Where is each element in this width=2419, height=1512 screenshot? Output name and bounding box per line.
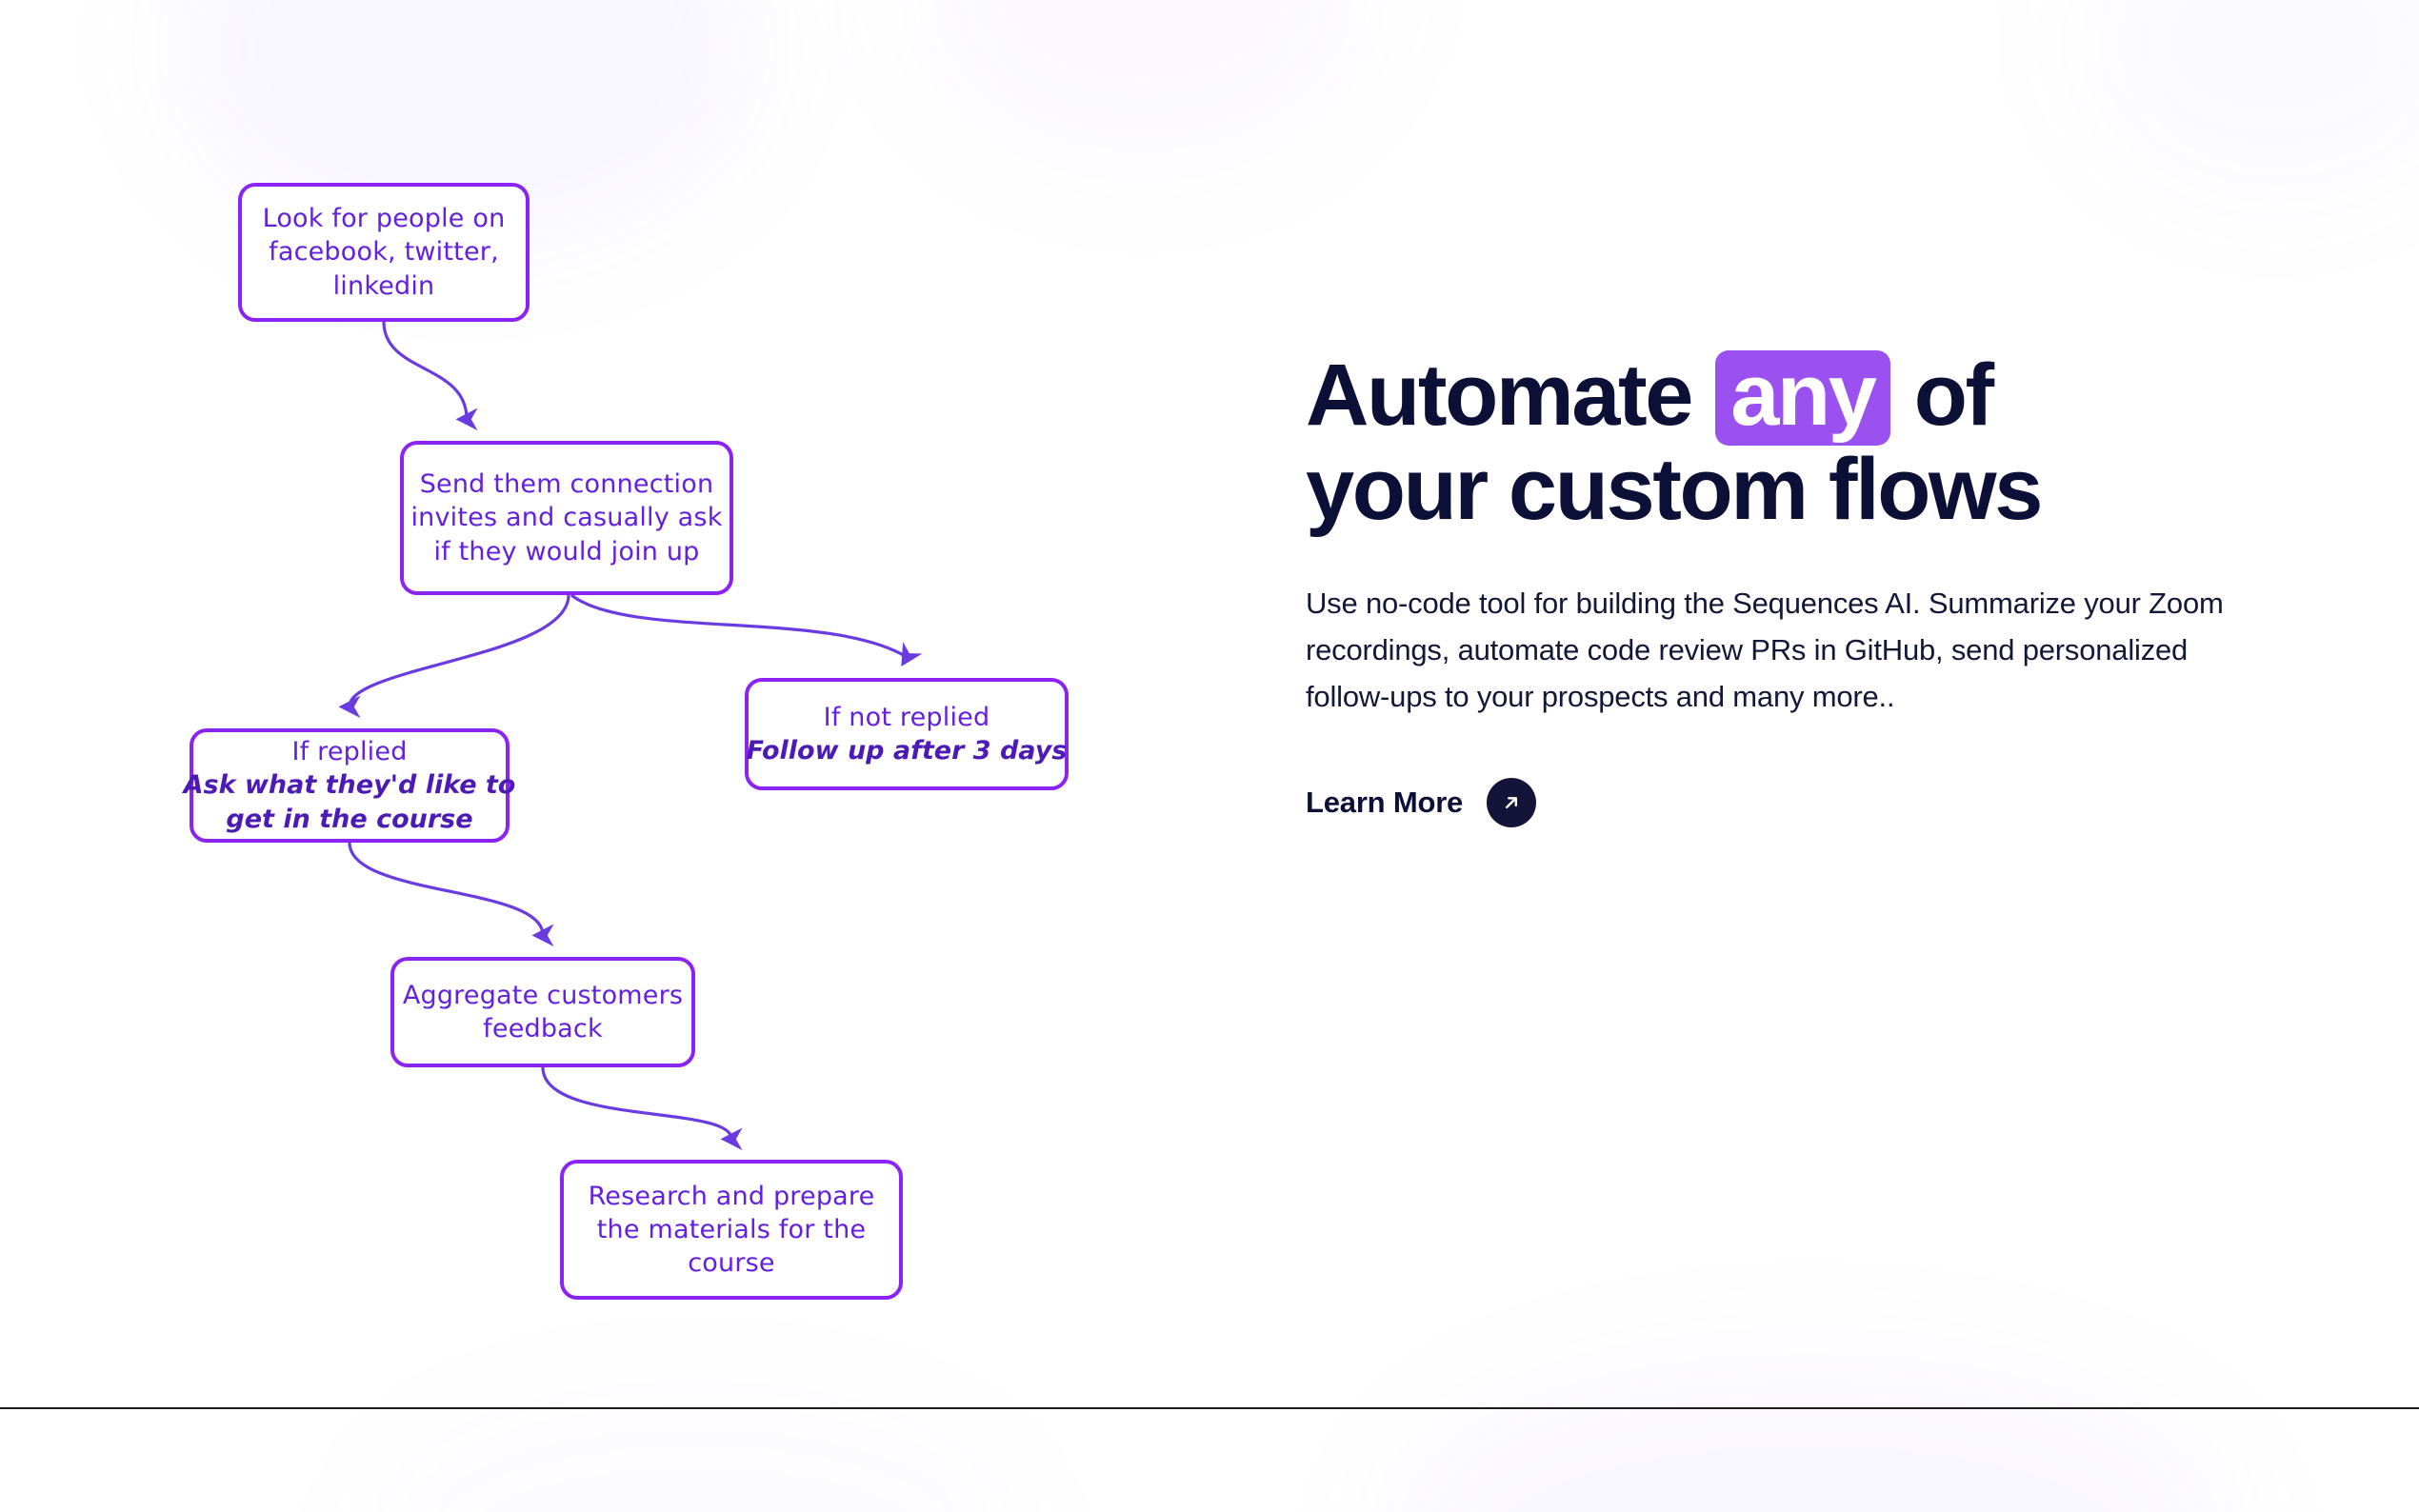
flow-node-line: linkedin — [332, 270, 435, 301]
headline-line-2: your custom flows — [1306, 441, 2043, 539]
flow-node-line: Aggregate customers — [402, 980, 684, 1010]
flow-node-line: facebook, twitter, — [269, 237, 499, 268]
flow-node-line: the materials for the — [596, 1214, 867, 1244]
edge-look-to-send — [382, 321, 478, 431]
flow-node-line: Follow up after 3 days — [746, 736, 1068, 766]
flow-node-line: course — [688, 1248, 775, 1279]
learn-more-link[interactable]: Learn More — [1306, 777, 1537, 827]
flow-node-line: If not replied — [823, 702, 990, 732]
edge-send-to-not-replied — [570, 593, 923, 667]
flow-node-line: If replied — [291, 737, 408, 767]
flow-node-line: Research and prepare — [588, 1181, 875, 1211]
arrow-up-right-icon[interactable] — [1487, 777, 1537, 827]
flow-node-line: invites and casually ask — [410, 503, 723, 533]
edge-send-to-replied — [338, 594, 570, 719]
headline-highlight-any: any — [1715, 350, 1890, 447]
flow-node-line: Look for people on — [262, 204, 506, 234]
hero-headline: Automate any of your custom flows — [1306, 350, 2268, 535]
edge-replied-to-aggregate — [348, 842, 554, 947]
flow-diagram: Look for people on facebook, twitter, li… — [0, 0, 1267, 1400]
edge-aggregate-to-research — [541, 1066, 743, 1151]
hero-copy: Automate any of your custom flows Use no… — [1306, 350, 2268, 827]
flow-connectors — [338, 321, 923, 1151]
footer-divider — [0, 1407, 2419, 1409]
flow-node-line: get in the course — [226, 804, 473, 834]
flow-node-look-for-people[interactable]: Look for people on facebook, twitter, li… — [238, 183, 530, 322]
flow-node-line: feedback — [483, 1014, 603, 1044]
learn-more-label: Learn More — [1306, 785, 1464, 819]
flow-node-aggregate-feedback[interactable]: Aggregate customers feedback — [390, 957, 695, 1067]
flow-node-research-materials[interactable]: Research and prepare the materials for t… — [560, 1160, 903, 1300]
flow-node-line: Send them connection — [419, 469, 714, 500]
flow-node-line: Ask what they'd like to — [183, 770, 516, 801]
hero-body-text: Use no-code tool for building the Sequen… — [1306, 586, 2224, 713]
headline-part-2: of — [1913, 347, 1994, 444]
flow-node-line: if they would join up — [433, 536, 700, 567]
background-wash — [2076, 0, 2419, 200]
headline-part-1: Automate — [1306, 347, 1693, 444]
flow-node-send-connection-invites[interactable]: Send them connection invites and casuall… — [400, 441, 733, 595]
background-wash — [1381, 1352, 2238, 1512]
flow-node-if-not-replied[interactable]: If not replied Follow up after 3 days — [745, 678, 1069, 790]
flow-node-if-replied[interactable]: If replied Ask what they'd like to get i… — [184, 728, 515, 843]
